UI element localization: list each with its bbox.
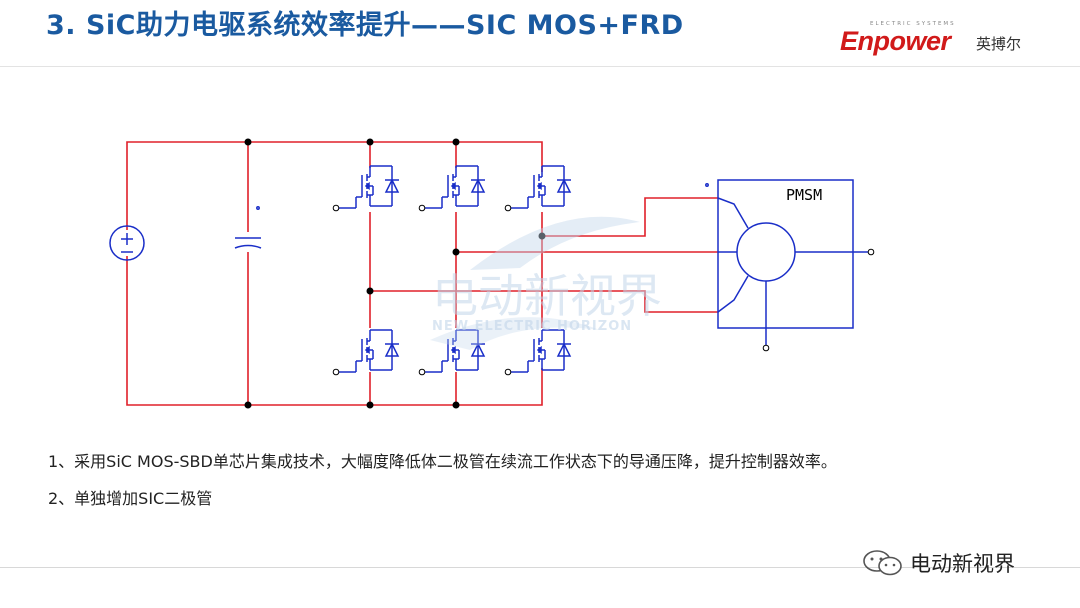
- note-item-2: 2、单独增加SIC二极管: [48, 489, 213, 508]
- mosfet-upper-leg-3: [509, 165, 572, 209]
- wechat-icon: [863, 550, 902, 576]
- footer-divider: [0, 567, 1080, 568]
- motor-terminals: [762, 248, 875, 352]
- mosfet-lower-leg-3: [509, 329, 572, 373]
- dc-link-capacitor: [234, 206, 262, 249]
- wechat-account-badge: 电动新视界: [862, 546, 1077, 580]
- watermark-chinese: 电动新视界: [432, 269, 662, 323]
- junction-nodes: [244, 138, 546, 409]
- watermark: 电动新视界 NEW ELECTRIC HORIZON: [430, 216, 662, 350]
- gate-terminals: [332, 204, 512, 376]
- mosfet-lower-leg-1: [337, 329, 400, 373]
- note-item-1: 1、采用SiC MOS-SBD单芯片集成技术，大幅度降低体二极管在续流工作状态下…: [48, 452, 837, 471]
- header-divider: [0, 66, 1080, 67]
- page-title: 3. SiC助力电驱系统效率提升——SIC MOS+FRD: [46, 10, 684, 41]
- dc-bus-wires: [126, 141, 718, 406]
- pmsm-motor-block: [705, 179, 868, 345]
- logo-brand: Enpower: [840, 26, 951, 56]
- logo-tagline: ELECTRIC SYSTEMS: [870, 21, 956, 27]
- inverter-circuit-diagram: 电动新视界 NEW ELECTRIC HORIZON PMSM: [109, 138, 875, 409]
- enpower-logo: ELECTRIC SYSTEMS Enpower 英搏尔: [840, 14, 1070, 64]
- motor-label: PMSM: [786, 186, 822, 204]
- mosfet-upper-leg-2: [423, 165, 486, 209]
- mosfet-upper-leg-1: [337, 165, 400, 209]
- wechat-account-name: 电动新视界: [910, 552, 1015, 576]
- dc-voltage-source: [109, 225, 145, 261]
- logo-chinese-name: 英搏尔: [976, 35, 1022, 53]
- watermark-english: NEW ELECTRIC HORIZON: [432, 319, 632, 334]
